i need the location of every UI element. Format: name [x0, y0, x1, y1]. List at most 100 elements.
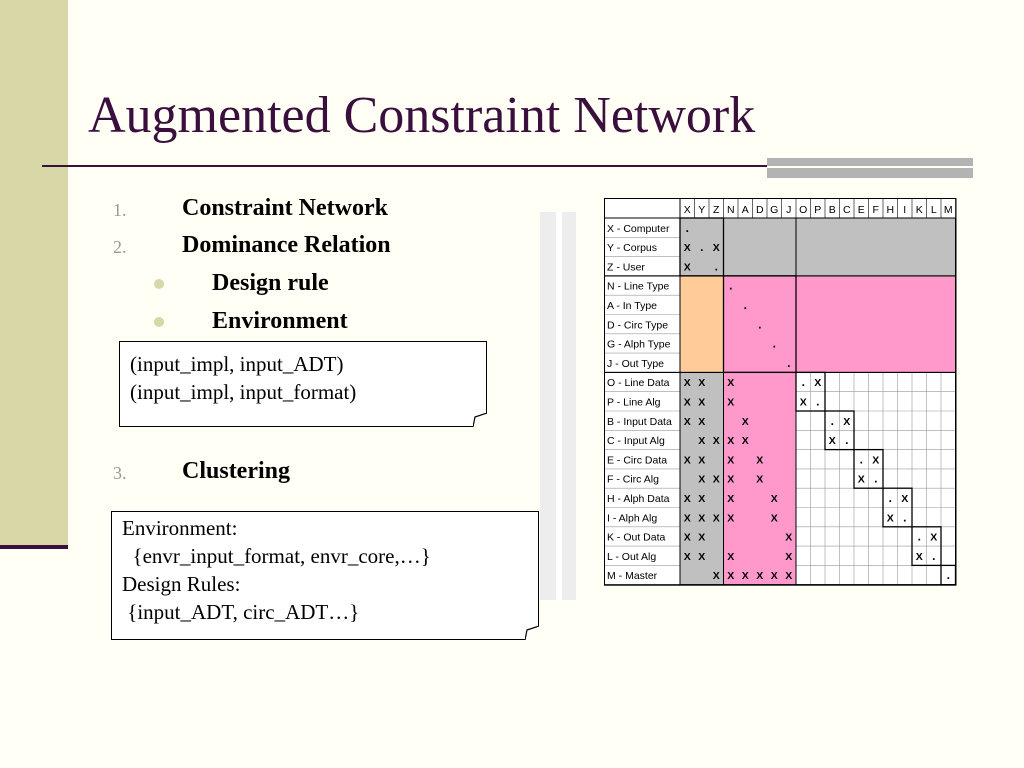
cluster-outline: [853, 448, 884, 489]
row-label: G - Alph Type: [607, 339, 671, 351]
matrix-cell: X: [698, 532, 705, 544]
column-header: Z: [713, 204, 720, 216]
note-line: Design Rules:: [122, 572, 241, 596]
group-row-outline: [679, 371, 956, 586]
matrix-cell: X: [727, 454, 734, 466]
column-header: K: [916, 204, 923, 216]
matrix-cell: .: [816, 395, 819, 409]
matrix-cell: X: [727, 435, 734, 447]
column-header: Y: [698, 204, 705, 216]
row-label: B - Input Data: [607, 416, 672, 428]
matrix-cell: X: [684, 242, 691, 254]
note-line: (input_impl, input_format): [130, 380, 357, 404]
cluster-outline: [824, 410, 855, 451]
matrix-cell: X: [930, 532, 937, 544]
matrix-shadow-gap: [556, 212, 562, 600]
matrix-cell: .: [860, 452, 863, 466]
matrix-cell: .: [932, 549, 935, 563]
matrix-cell: X: [684, 377, 691, 389]
matrix-cell: X: [785, 570, 792, 582]
matrix-cell: X: [843, 416, 850, 428]
row-label: H - Alph Data: [607, 493, 670, 505]
column-header: X: [684, 204, 691, 216]
matrix-cell: X: [684, 416, 691, 428]
column-header: I: [903, 204, 906, 216]
list-item-constraint-network: Constraint Network: [182, 195, 388, 221]
matrix-cell: X: [727, 570, 734, 582]
row-label: N - Line Type: [607, 281, 669, 293]
matrix-cell: X: [727, 377, 734, 389]
note-line: {input_ADT, circ_ADT…}: [122, 600, 360, 624]
matrix-cell: X: [727, 397, 734, 409]
matrix-cell: X: [901, 493, 908, 505]
matrix-cell: .: [715, 259, 718, 273]
column-header: H: [886, 204, 894, 216]
list-item-dominance-relation: Dominance Relation: [182, 232, 391, 258]
column-header: J: [786, 204, 791, 216]
matrix-cell: X: [684, 454, 691, 466]
column-header: F: [873, 204, 879, 216]
bullet-dot-icon: [154, 317, 164, 327]
row-label: D - Circ Type: [607, 319, 668, 331]
matrix-cell: X: [698, 397, 705, 409]
region-env-env: [680, 218, 724, 276]
matrix-cell: X: [771, 512, 778, 524]
list-item-environment: Environment: [212, 308, 348, 334]
matrix-cell: X: [713, 242, 720, 254]
matrix-cell: X: [713, 512, 720, 524]
column-header: C: [843, 204, 851, 216]
row-label: Y - Corpus: [607, 242, 657, 254]
matrix-cell: .: [802, 375, 805, 389]
matrix-cell: X: [684, 532, 691, 544]
matrix-cell: X: [698, 551, 705, 563]
region-type-type: [723, 275, 796, 373]
matrix-cell: X: [858, 474, 865, 486]
column-header: D: [756, 204, 764, 216]
matrix-cell: .: [903, 510, 906, 524]
matrix-cell: X: [800, 397, 807, 409]
column-header: N: [727, 204, 735, 216]
title-accent-bar-2: [767, 168, 973, 178]
note-line: (input_impl, input_ADT): [130, 352, 344, 376]
matrix-cell: .: [889, 491, 892, 505]
matrix-cell: .: [700, 240, 703, 254]
region-type-env: [680, 275, 724, 373]
matrix-cell: X: [684, 551, 691, 563]
matrix-cell: .: [729, 279, 732, 293]
slide-title: Augmented Constraint Network: [88, 87, 756, 144]
matrix-cell: X: [698, 454, 705, 466]
matrix-cell: .: [744, 298, 747, 312]
note-dominance-pairs: (input_impl, input_ADT) (input_impl, inp…: [119, 341, 487, 427]
page-fold-icon: [525, 626, 539, 640]
row-label: M - Master: [607, 570, 658, 582]
matrix-cell: .: [773, 337, 776, 351]
matrix-cell: X: [872, 454, 879, 466]
matrix-cell: X: [727, 493, 734, 505]
note-clustering: Environment: {envr_input_format, envr_co…: [111, 511, 539, 640]
row-label: O - Line Data: [607, 377, 670, 389]
matrix-cell: X: [727, 474, 734, 486]
column-header: G: [770, 204, 778, 216]
matrix-cell: X: [713, 435, 720, 447]
matrix-cell: X: [698, 512, 705, 524]
matrix-cell: X: [742, 416, 749, 428]
matrix-cell: X: [684, 512, 691, 524]
matrix-cell: .: [918, 530, 921, 544]
row-label: E - Circ Data: [607, 454, 667, 466]
matrix-cell: X: [814, 377, 821, 389]
matrix-cell: X: [727, 512, 734, 524]
column-header: L: [931, 204, 937, 216]
matrix-cell: X: [698, 377, 705, 389]
column-header: P: [814, 204, 821, 216]
region-env-other: [723, 218, 956, 276]
column-header: E: [858, 204, 865, 216]
row-label: L - Out Alg: [607, 551, 656, 563]
matrix-cell: X: [771, 493, 778, 505]
note-line: Environment:: [122, 516, 238, 540]
matrix-cell: X: [829, 435, 836, 447]
cluster-outline: [911, 526, 942, 567]
list-number-3: 3.: [113, 463, 127, 483]
matrix-cell: .: [831, 414, 834, 428]
matrix-cell: .: [787, 356, 790, 370]
